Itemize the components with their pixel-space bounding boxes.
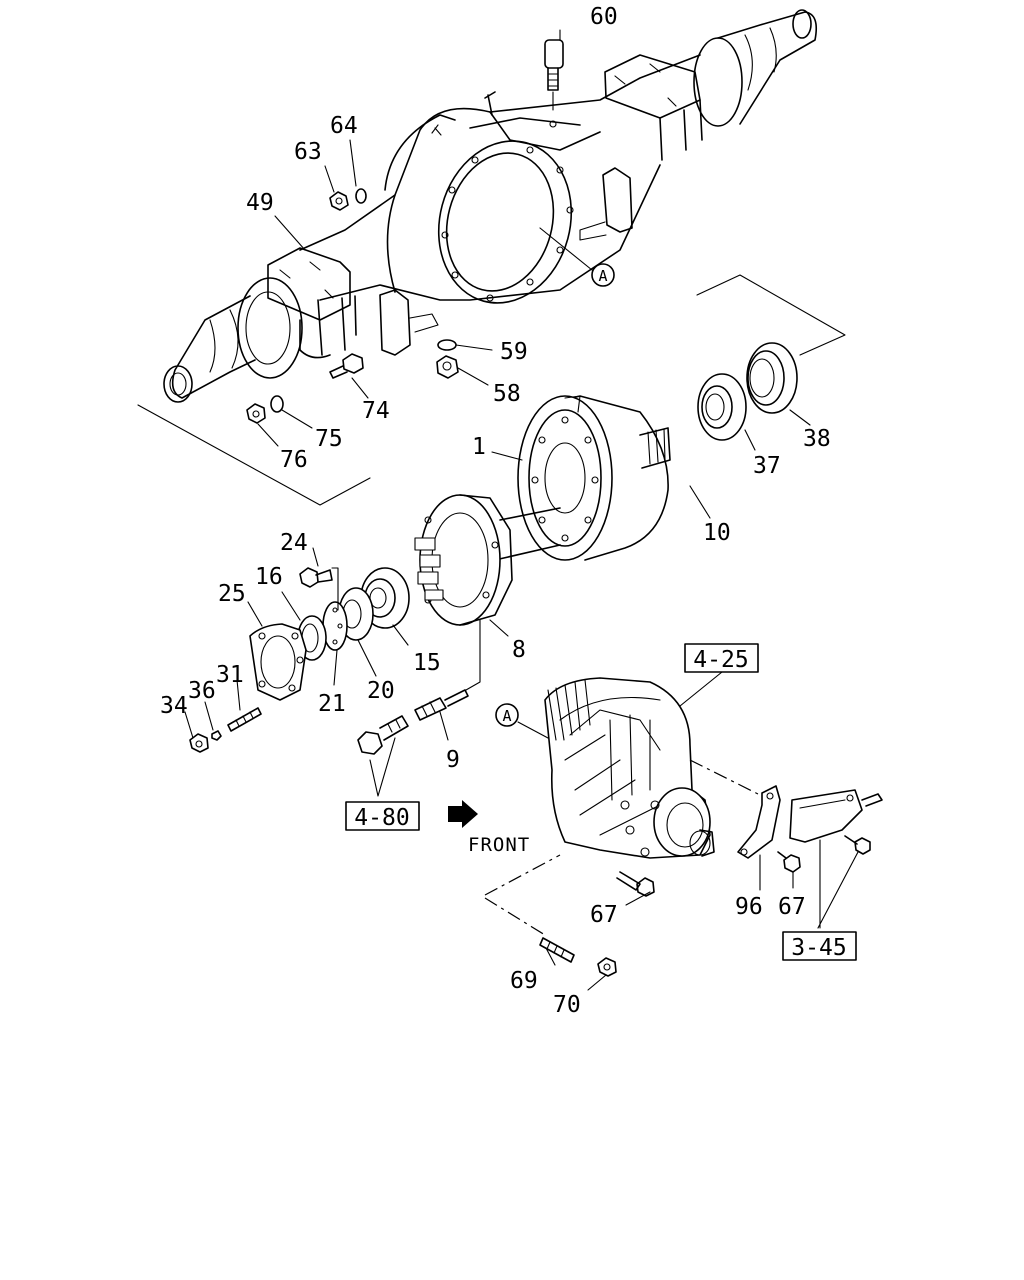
ref-box-4-80: 4-80 [345,801,420,831]
callout-36: 36 [188,678,216,704]
leader-24 [331,567,339,611]
part-24-bolt [299,567,333,588]
leader-lines [184,29,859,991]
part-25-cover-plate [249,623,307,701]
callout-60: 60 [590,4,618,30]
callout-38: 38 [803,426,831,452]
callout-96: 96 [735,894,763,920]
part-8-diff-case-flange [414,494,513,626]
callout-75: 75 [315,426,343,452]
callout-67-carrier: 67 [590,902,618,928]
part-59-washer [437,339,457,351]
marker-a-top-label: A [598,267,607,285]
part-34-nut [189,733,209,753]
leader-dash-stud [484,897,546,936]
part-37-bearing [697,373,747,441]
callout-49: 49 [246,190,274,216]
leader-bracket-bearing [696,274,846,356]
part-75-washer [270,395,284,413]
part-63-nut [329,191,349,211]
callout-69: 69 [510,968,538,994]
callout-numbers: 60 64 63 49 59 58 74 75 76 38 37 1 10 24… [160,4,831,1018]
part-3-45-bolt [844,835,871,855]
callout-9: 9 [446,747,460,773]
ref-4-80-label: 4-80 [354,805,409,831]
part-4-80-plug [357,715,409,755]
marker-a-bottom-label: A [502,707,511,725]
callout-15: 15 [413,650,441,676]
cross-shaft-line [494,507,561,561]
part-21-flange [322,601,348,651]
callout-21: 21 [318,691,346,717]
callout-25: 25 [218,581,246,607]
callout-63: 63 [294,139,322,165]
part-9-breather [414,689,469,721]
marker-a-top: A [591,263,615,287]
callout-67-bracket: 67 [778,894,806,920]
callout-20: 20 [367,678,395,704]
callout-64: 64 [330,113,358,139]
part-64-washer [355,188,367,204]
part-38-oil-seal [746,342,798,414]
part-67-bolt-carrier [616,871,655,897]
callout-1: 1 [472,434,486,460]
leader-dash-carrier [484,854,561,896]
callout-70: 70 [553,992,581,1018]
callout-76: 76 [280,447,308,473]
leader-bracket-housing [137,404,371,506]
callout-74: 74 [362,398,390,424]
part-96-bracket [737,785,781,859]
part-76-nut [246,403,266,424]
callout-37: 37 [753,453,781,479]
front-label: FRONT [468,834,530,856]
marker-a-bottom: A [495,703,519,727]
front-arrow-icon [448,800,478,828]
ref-4-25-label: 4-25 [693,647,748,673]
carrier-assembly [544,677,761,859]
part-74-bolt [329,353,364,379]
part-67-bolt-right [777,851,801,873]
part-31-stud [227,707,262,732]
part-69-stud [539,937,575,963]
axle-housing [163,9,818,403]
callout-8: 8 [512,637,526,663]
callout-34: 34 [160,693,188,719]
ref-box-4-25: 4-25 [684,643,759,673]
callout-10: 10 [703,520,731,546]
callout-31: 31 [216,662,244,688]
part-3-45-bracket [789,789,883,843]
callout-58: 58 [493,381,521,407]
part-58-nut [436,355,459,379]
callout-24: 24 [280,530,308,556]
ref-3-45-label: 3-45 [791,935,846,961]
part-1-diff-case-half [517,395,671,561]
leader-8-9 [465,619,481,691]
part-70-nut [597,957,617,977]
callout-16: 16 [255,564,283,590]
callout-59: 59 [500,339,528,365]
part-36-washer [211,730,222,741]
ref-box-3-45: 3-45 [782,931,857,961]
part-60-breather [544,39,564,128]
